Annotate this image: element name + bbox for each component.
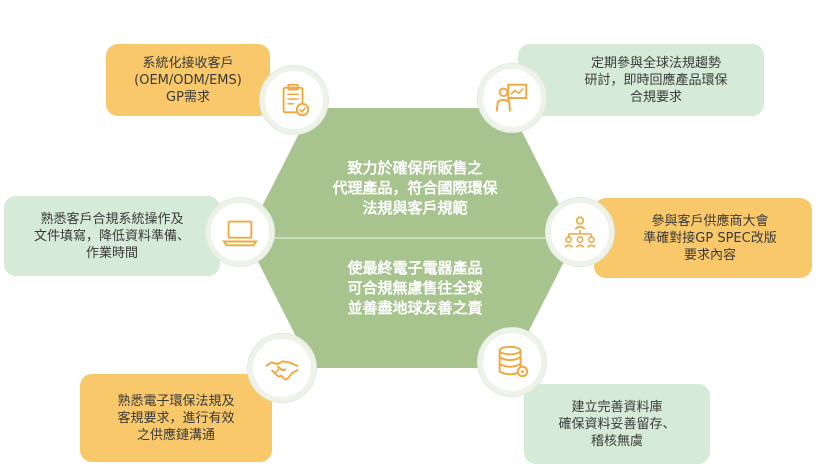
presenter-board-icon <box>495 83 528 112</box>
box-bottom-right: 建立完善資料庫 確保資料妥善留存、 稽核無虞 <box>524 384 710 464</box>
clipboard-check-icon <box>282 83 310 117</box>
box-bottom-left-text: 熟悉電子環保法規及 客規要求，進行有效 之供應鏈溝通 <box>117 393 235 443</box>
icon-circle-mid-left <box>206 198 274 266</box>
box-top-left: 系統化接收客戶 (OEM/ODM/EMS) GP需求 <box>106 44 270 116</box>
icon-circle-bottom-left <box>248 334 316 402</box>
box-mid-right-text: 參與客戶供應商大會 準確對接GP SPEC改版 要求內容 <box>643 213 777 263</box>
database-icon <box>498 345 529 378</box>
box-top-right: 定期參與全球法規趨勢 研討，即時回應產品環保 合規要求 <box>518 44 764 116</box>
box-bottom-left: 熟悉電子環保法規及 客規要求，進行有效 之供應鏈溝通 <box>80 374 272 462</box>
icon-circle-top-right <box>478 64 546 132</box>
box-mid-right: 參與客戶供應商大會 準確對接GP SPEC改版 要求內容 <box>594 198 812 278</box>
center-bottom-text: 使最終電子電器產品 可合規無慮售往全球 並善盡地球友善之責 <box>347 259 483 317</box>
handshake-icon <box>265 360 299 381</box>
center-top-text: 致力於確保所販售之 代理產品，符合國際環保 法規與客戶規範 <box>332 159 498 217</box>
org-chart-icon <box>564 216 596 248</box>
box-top-right-text: 定期參與全球法規趨勢 研討，即時回應產品環保 合規要求 <box>584 55 728 105</box>
box-mid-left-text: 熟悉客戶合規系統操作及 文件填寫，降低資料準備、 作業時間 <box>33 211 190 261</box>
box-mid-left: 熟悉客戶合規系統操作及 文件填寫，降低資料準備、 作業時間 <box>4 196 220 276</box>
icon-circle-bottom-right <box>478 328 546 396</box>
icon-circle-top-left <box>260 66 328 134</box>
laptop-icon <box>221 220 259 247</box>
icon-circle-mid-right <box>546 198 614 266</box>
box-top-left-text: 系統化接收客戶 (OEM/ODM/EMS) GP需求 <box>134 55 242 105</box>
box-bottom-right-text: 建立完善資料庫 確保資料妥善留存、 稽核無虞 <box>558 399 676 449</box>
